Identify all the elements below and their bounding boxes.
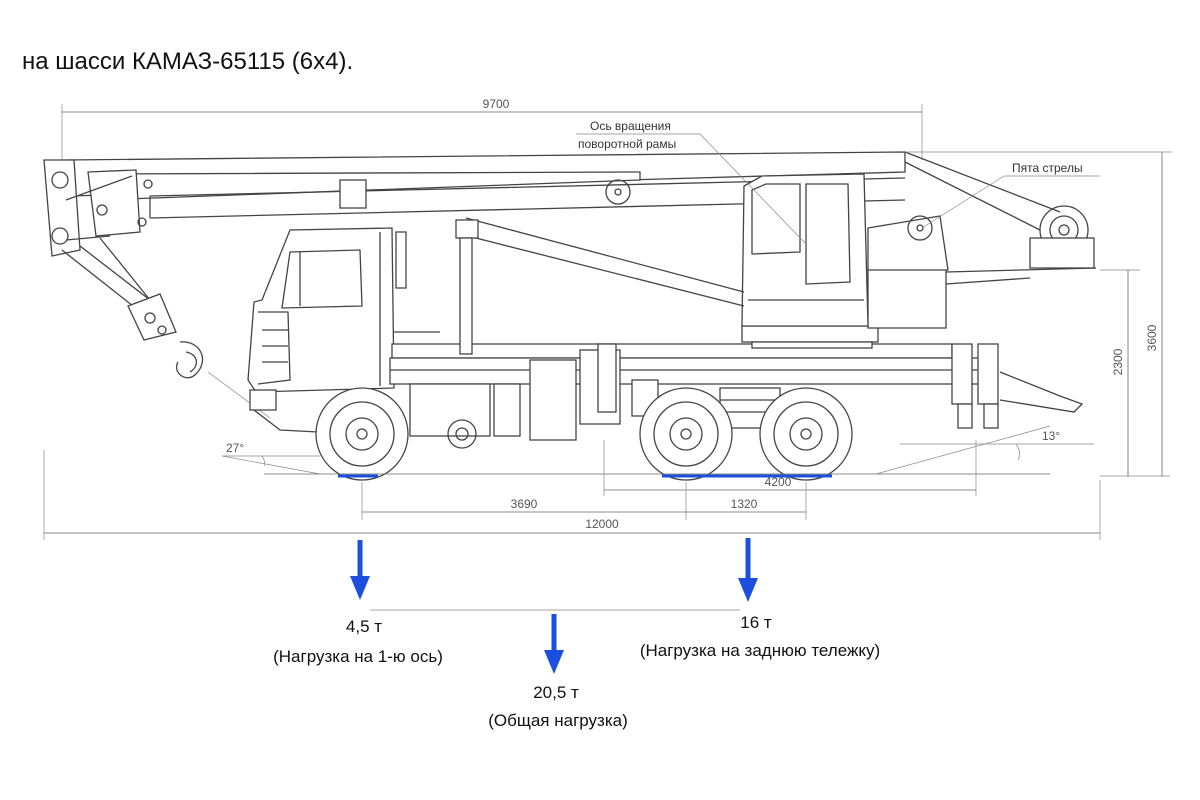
callout-boom-heel: Пята стрелы — [921, 161, 1100, 229]
rear-bogie-load-value: 16 т — [740, 613, 772, 632]
rear-wheel-1 — [639, 387, 733, 481]
total-load-label: (Общая нагрузка) — [488, 711, 628, 730]
dim-4200: 4200 — [603, 440, 977, 496]
front-axle-load-label: (Нагрузка на 1-ю ось) — [273, 647, 443, 666]
callout-boom-heel-label: Пята стрелы — [1012, 161, 1083, 175]
hook-block — [61, 237, 271, 419]
dim-3690-label: 3690 — [511, 497, 538, 511]
load-rear-arrow — [738, 538, 758, 602]
dim-1320-label: 1320 — [731, 497, 758, 511]
dim-9700-label: 9700 — [483, 97, 510, 111]
dim-overall-top: 9700 — [61, 97, 923, 160]
turntable — [741, 215, 949, 349]
departure-angle: 13° — [875, 425, 1094, 475]
dim-12000-label: 12000 — [585, 517, 619, 531]
dim-12000: 12000 — [43, 450, 1101, 540]
callout-rotation-axis: Ось вращения поворотной рамы — [576, 119, 807, 245]
truck-cab — [247, 227, 440, 433]
lift-cylinder — [455, 217, 745, 355]
callout-rotation-axis-line1: Ось вращения — [590, 119, 671, 133]
rear-bogie-load-label: (Нагрузка на заднюю тележку) — [640, 641, 880, 660]
dim-heights: 2300 3600 — [905, 151, 1172, 477]
front-wheel — [315, 387, 409, 481]
operator-cab — [741, 173, 869, 327]
callout-rotation-axis-line2: поворотной рамы — [578, 137, 676, 151]
chassis-frame — [389, 343, 1084, 449]
dim-3600-label: 3600 — [1145, 324, 1159, 351]
front-axle-load-value: 4,5 т — [346, 617, 382, 636]
page-title: на шасси КАМАЗ-65115 (6х4). — [22, 48, 354, 75]
load-front-arrow — [350, 540, 370, 600]
total-load-value: 20,5 т — [533, 683, 579, 702]
load-total-arrow — [544, 614, 564, 674]
departure-angle-label: 13° — [1042, 429, 1060, 443]
rear-wheel-2 — [759, 387, 853, 481]
dim-3690: 3690 1320 — [361, 482, 807, 520]
rear-winch — [904, 151, 1097, 285]
dim-4200-label: 4200 — [765, 475, 792, 489]
approach-angle: 27° — [221, 441, 321, 475]
approach-angle-label: 27° — [226, 441, 244, 455]
dim-2300-label: 2300 — [1111, 348, 1125, 375]
